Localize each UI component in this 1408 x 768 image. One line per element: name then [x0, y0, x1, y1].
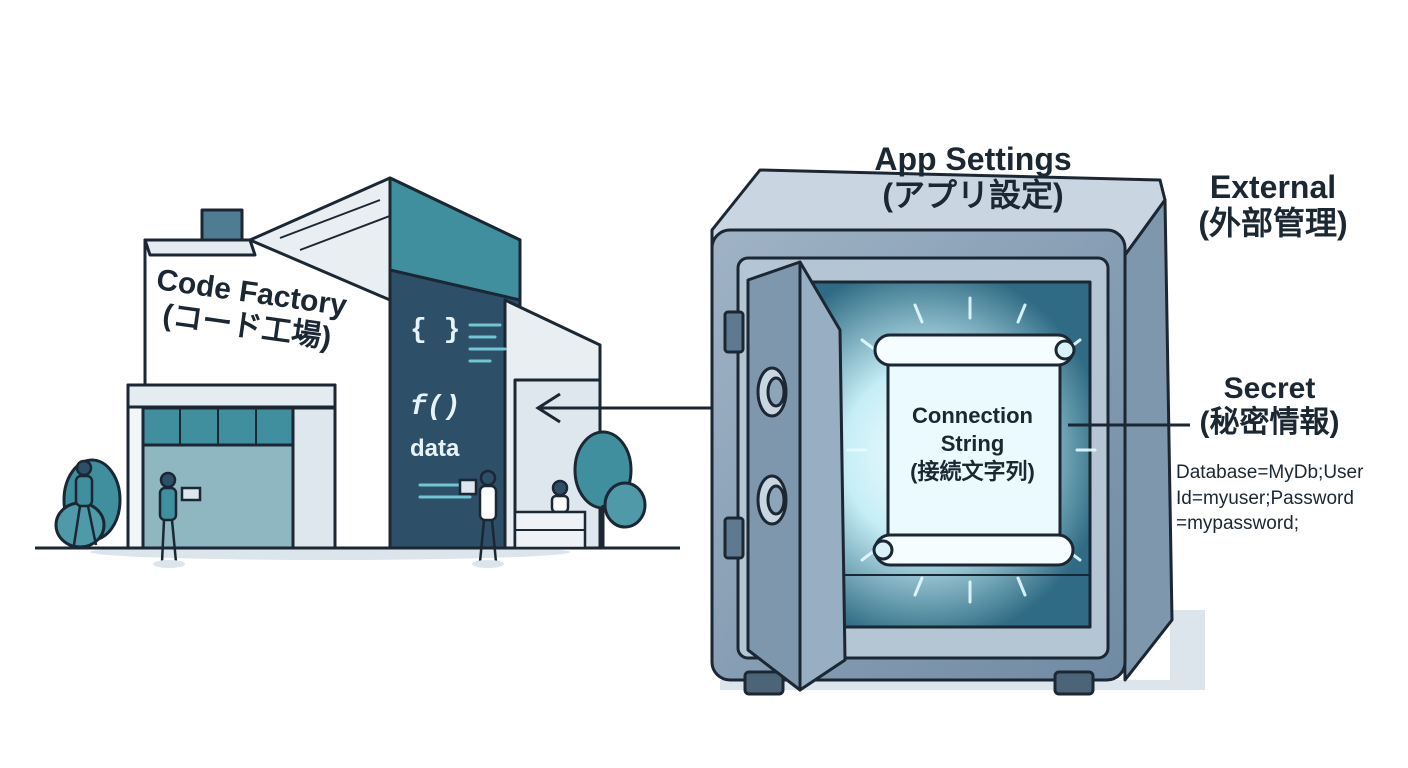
- code-func-label: f(): [410, 392, 461, 423]
- scroll-line-2: String: [940, 431, 1005, 457]
- person-with-tablet-icon: [458, 469, 504, 568]
- secret-value-line-2: Id=myuser;Password: [1176, 487, 1354, 509]
- safe-title: App Settings (アプリ設定): [848, 141, 1098, 214]
- tree-right: [573, 430, 647, 548]
- secret-value: Database=MyDb;User Id=myuser;Password =m…: [1176, 460, 1363, 537]
- secret-label: Secret (秘密情報): [1192, 372, 1347, 439]
- safe-title-jp: (アプリ設定): [882, 176, 1064, 213]
- secret-value-line-1: Database=MyDb;User: [1176, 462, 1364, 483]
- code-braces-label: { }: [410, 315, 461, 346]
- external-label: External (外部管理): [1178, 169, 1368, 242]
- person-walking-icon: [72, 459, 98, 546]
- code-factory-building: [35, 176, 680, 560]
- safe-handle-icon[interactable]: [756, 474, 788, 526]
- scroll-document: [872, 333, 1076, 567]
- secret-label-en: Secret: [1223, 372, 1316, 405]
- person-at-desk-icon: [513, 479, 587, 550]
- external-label-jp: (外部管理): [1198, 204, 1348, 241]
- secret-label-jp: (秘密情報): [1199, 405, 1340, 439]
- code-data-label: data: [410, 435, 460, 462]
- scroll-line-3: (接続文字列): [910, 459, 1035, 485]
- scroll-line-1: Connection: [912, 403, 1033, 428]
- external-label-en: External: [1209, 169, 1337, 205]
- code-lines-decoration: [418, 323, 507, 499]
- arrow-to-factory-icon: [535, 392, 712, 424]
- safe-title-en: App Settings: [874, 141, 1072, 177]
- scroll-text: Connection String (接続文字列): [885, 402, 1060, 486]
- person-with-laptop-icon: [153, 471, 202, 568]
- secret-value-line-3: =mypassword;: [1176, 513, 1300, 535]
- safe-dial-icon[interactable]: [756, 366, 788, 418]
